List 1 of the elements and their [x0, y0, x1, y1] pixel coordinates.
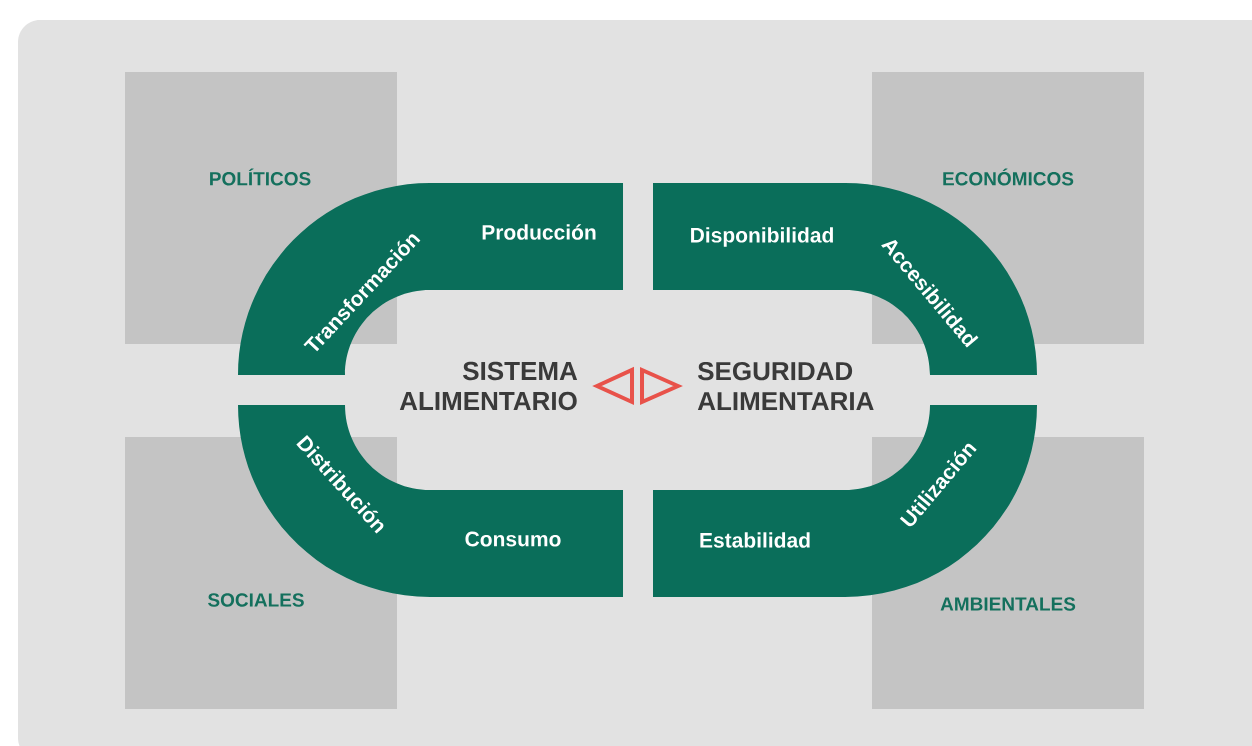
double-arrow: [595, 366, 680, 404]
